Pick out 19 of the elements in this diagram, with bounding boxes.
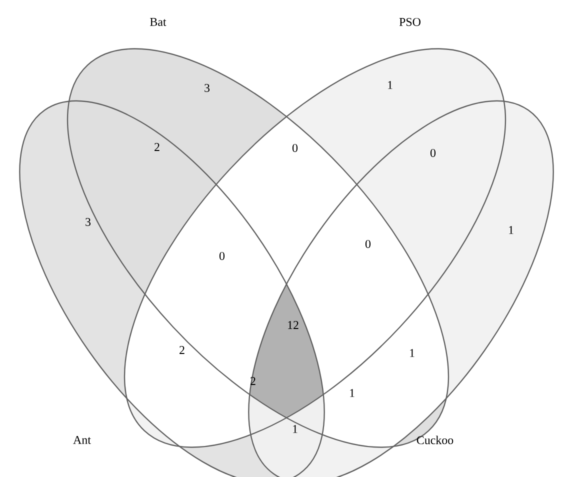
- region-count: 0: [292, 144, 298, 152]
- region-count: 2: [250, 377, 256, 385]
- region-count: 1: [293, 425, 298, 433]
- set-label: Bat: [150, 18, 166, 26]
- region-count: 1: [509, 226, 514, 234]
- region-count: 0: [219, 252, 225, 260]
- region-count: 1: [388, 81, 392, 89]
- region-count: 0: [365, 240, 371, 248]
- region-count: 12: [288, 321, 298, 329]
- region-count: 1: [410, 349, 414, 357]
- region-count: 2: [180, 346, 184, 354]
- region-count: 0: [430, 148, 436, 158]
- region-count: 3: [86, 218, 91, 226]
- set-label: Cuckoo: [416, 436, 454, 444]
- region-count: 3: [204, 84, 210, 92]
- set-label: Ant: [73, 436, 91, 444]
- region-count: 1: [350, 389, 354, 397]
- set-label: PSO: [399, 18, 420, 26]
- region-count: 2: [154, 143, 160, 151]
